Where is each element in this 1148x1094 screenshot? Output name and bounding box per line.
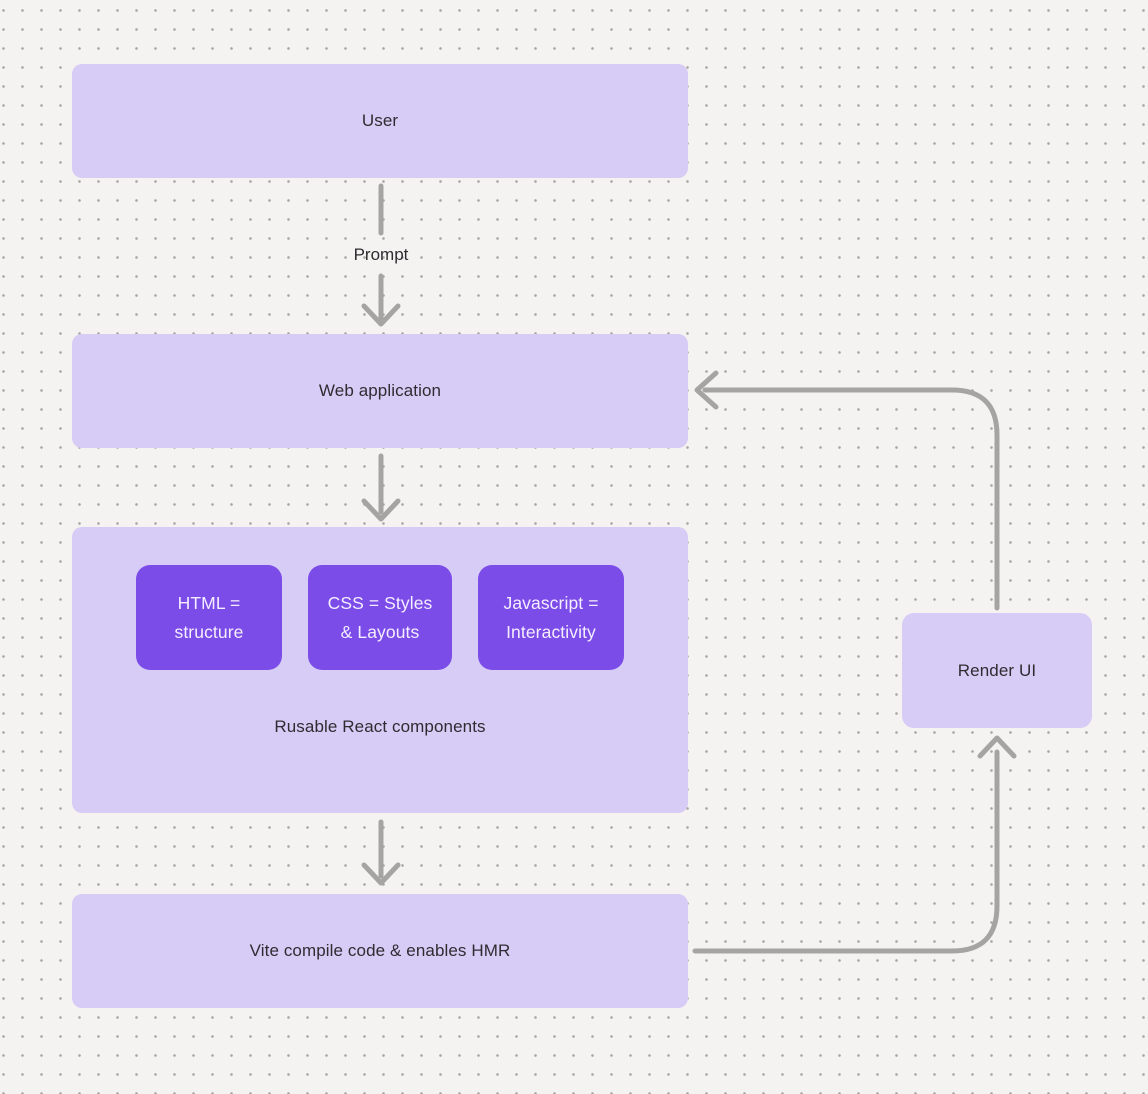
arrowhead-down-icon xyxy=(361,303,401,327)
node-css-styles-label: CSS = Styles & Layouts xyxy=(327,592,433,642)
node-vite[interactable]: Vite compile code & enables HMR xyxy=(72,894,688,1008)
edge-render-ui-to-web xyxy=(694,370,1000,611)
node-css-styles[interactable]: CSS = Styles & Layouts xyxy=(308,565,452,670)
arrowhead-down-icon xyxy=(361,862,401,886)
edge-vite-to-render-ui xyxy=(692,735,1017,954)
components-group-caption: Rusable React components xyxy=(274,717,486,736)
node-render-ui[interactable]: Render UI xyxy=(902,613,1092,728)
edge-web-to-components xyxy=(361,453,401,522)
node-javascript-interactivity[interactable]: Javascript = Interactivity xyxy=(478,565,624,670)
node-user-label: User xyxy=(361,111,399,130)
arrowhead-down-icon xyxy=(361,498,401,522)
edge-components-to-vite xyxy=(361,819,401,886)
node-web-application-label: Web application xyxy=(318,381,442,400)
node-render-ui-label: Render UI xyxy=(957,660,1037,680)
node-javascript-interactivity-label: Javascript = Interactivity xyxy=(503,592,599,642)
node-vite-label: Vite compile code & enables HMR xyxy=(249,941,511,960)
node-components-group[interactable]: HTML = structure CSS = Styles & Layouts … xyxy=(72,527,688,813)
node-web-application[interactable]: Web application xyxy=(72,334,688,448)
node-html-structure-label: HTML = structure xyxy=(174,592,244,642)
arrowhead-up-icon xyxy=(977,735,1017,759)
arrowhead-left-icon xyxy=(694,370,719,410)
node-html-structure[interactable]: HTML = structure xyxy=(136,565,282,670)
edge-label-prompt: Prompt xyxy=(353,245,409,264)
node-user[interactable]: User xyxy=(72,64,688,178)
